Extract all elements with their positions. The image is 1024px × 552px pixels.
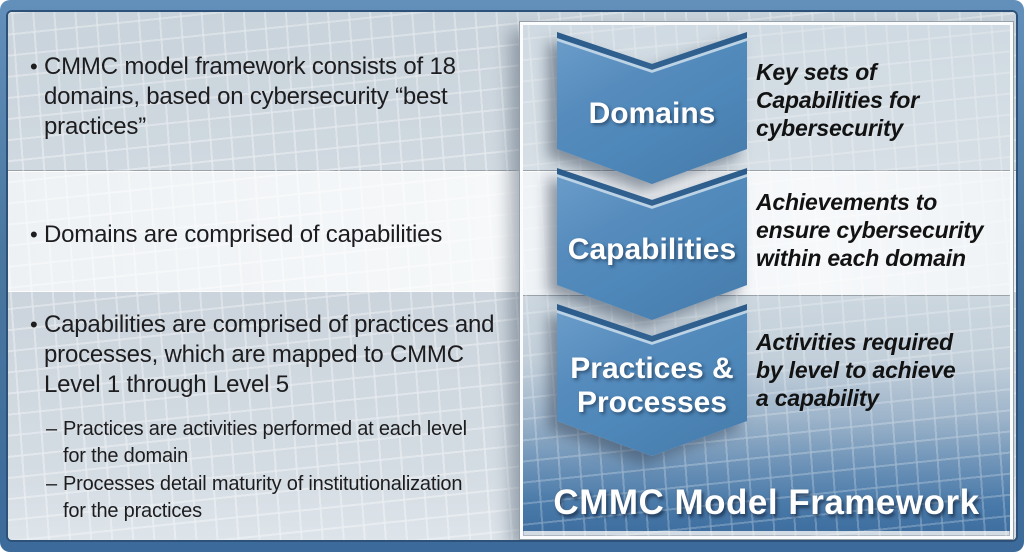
- bullet-text: Domains are comprised of capabilities: [44, 221, 443, 248]
- subbullet-text: Processes detail maturity of institution…: [63, 473, 463, 522]
- subbullet-marker: –: [46, 473, 58, 495]
- bullet-marker: •: [30, 54, 38, 79]
- description-domains: Key sets of Capabilities for cybersecuri…: [756, 59, 919, 141]
- chevron-domains: Domains: [557, 32, 747, 184]
- bullet-text: CMMC model framework consists of 18 doma…: [44, 53, 456, 140]
- chevron-label: Capabilities: [567, 233, 737, 266]
- chevron-label: Domains: [588, 97, 716, 130]
- subbullet-text: Practices are activities performed at ea…: [63, 418, 467, 467]
- bullet-marker: •: [30, 312, 38, 337]
- chevron-shape: [557, 168, 747, 320]
- subbullet-marker: –: [46, 418, 58, 440]
- bullet-domains-overview: • CMMC model framework consists of 18 do…: [30, 52, 456, 142]
- bullet-capabilities-practices: • Capabilities are comprised of practice…: [30, 310, 494, 400]
- framework-panel: Domains Capabilities Practices & Process…: [519, 21, 1014, 540]
- chevron-label: Practices & Processes: [570, 352, 734, 419]
- bullet-domains-capabilities: • Domains are comprised of capabilities: [30, 220, 442, 250]
- panel-title: CMMC Model Framework: [553, 483, 980, 522]
- slide-content: • CMMC model framework consists of 18 do…: [8, 12, 1016, 540]
- chevron-capabilities: Capabilities: [557, 168, 747, 320]
- chevron-practices-processes: Practices & Processes: [557, 304, 747, 456]
- bullet-marker: •: [30, 222, 38, 247]
- description-capabilities: Achievements to ensure cybersecurity wit…: [756, 189, 984, 271]
- subbullet-practices: – Practices are activities performed at …: [46, 416, 467, 470]
- description-practices: Activities required by level to achieve …: [756, 329, 956, 411]
- subbullet-processes: – Processes detail maturity of instituti…: [46, 471, 462, 525]
- bullet-text: Capabilities are comprised of practices …: [44, 311, 495, 398]
